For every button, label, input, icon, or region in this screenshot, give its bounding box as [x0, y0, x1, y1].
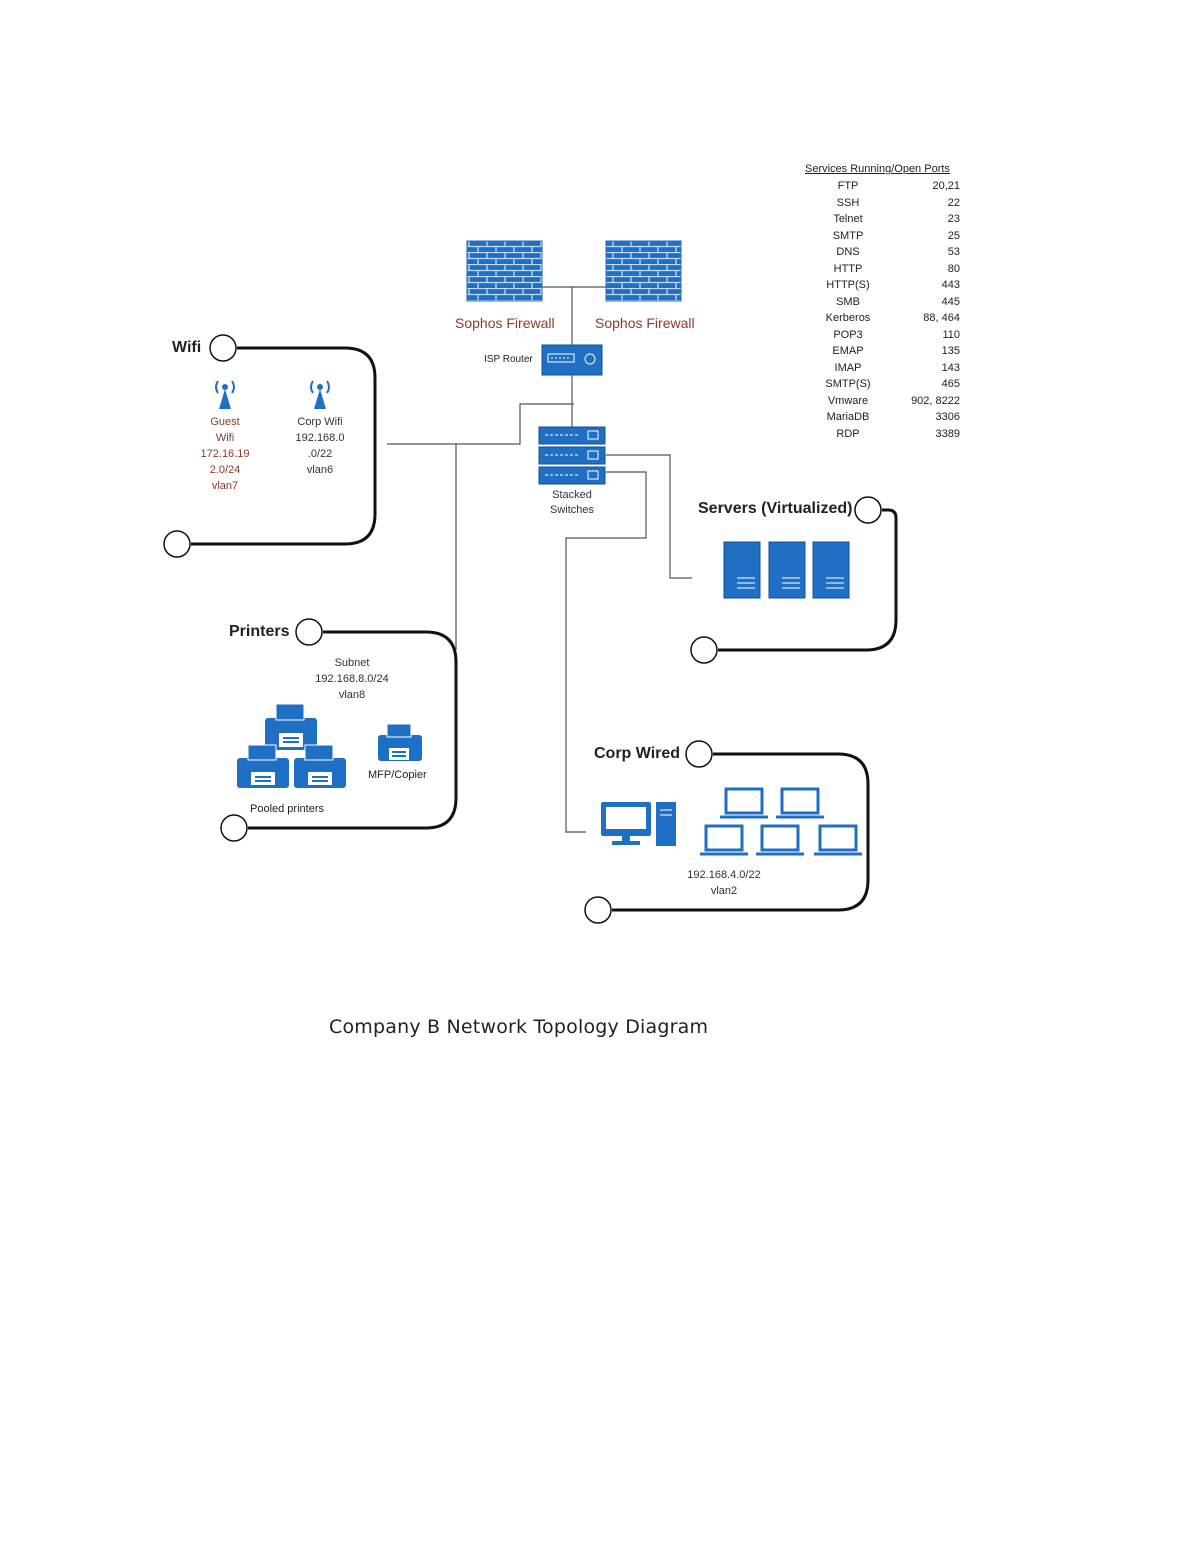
- info-line: 192.168.4.0/22: [687, 869, 761, 881]
- info-line: vlan7: [211, 480, 239, 492]
- service-name: HTTP(S): [826, 279, 870, 291]
- service-name: SMTP: [832, 229, 864, 242]
- router-icon: [541, 344, 603, 376]
- corp-wifi-info: Corp Wifi 192.168.0 .0/22 vlan6: [285, 414, 355, 478]
- service-name: POP3: [833, 328, 863, 341]
- service-name: IMAP: [834, 361, 862, 374]
- service-port: 445: [941, 295, 960, 308]
- stacked-switches-label: Stacked Switches: [542, 488, 602, 518]
- firewall-label: Sophos Firewall: [595, 315, 695, 331]
- service-name: MariaDB: [826, 411, 870, 423]
- service-port: 53: [947, 246, 960, 258]
- corp-wired-subnet-info: 192.168.4.0/22 vlan2: [674, 867, 774, 899]
- firewall-icon: [466, 240, 543, 302]
- laptops-icon: [700, 787, 862, 856]
- diagram-caption: Company B Network Topology Diagram: [329, 1016, 709, 1038]
- info-line: Guest: [210, 416, 240, 428]
- service-port: 135: [941, 345, 960, 357]
- info-line: 192.168.0: [295, 432, 345, 444]
- service-port: 465: [941, 378, 960, 390]
- printers-subnet-info: Subnet 192.168.8.0/24 vlan8: [302, 655, 402, 703]
- switches-label-line: Stacked: [552, 489, 592, 501]
- info-line: Wifi: [215, 432, 235, 444]
- service-name: FTP: [837, 180, 859, 192]
- info-line: 172.16.19: [200, 448, 250, 460]
- service-port: 23: [947, 213, 960, 225]
- desktop-computer-icon: [601, 802, 676, 846]
- corp-wired-group-bracket: [584, 740, 870, 924]
- wireless-access-point-icon: [215, 380, 235, 409]
- stacked-switches-icon: [538, 426, 606, 485]
- services-table-title: Services Running/Open Ports: [805, 163, 950, 175]
- mfp-copier-icon: [378, 723, 422, 761]
- switches-label-line: Switches: [549, 504, 595, 516]
- wifi-group-bracket: [163, 334, 377, 558]
- servers-group-title: Servers (Virtualized): [698, 500, 853, 517]
- servers-group-bracket: [690, 496, 898, 664]
- service-port: 110: [942, 328, 960, 341]
- info-line: Subnet: [334, 657, 370, 669]
- corp-wired-group-title: Corp Wired: [594, 745, 681, 762]
- info-line: vlan8: [338, 689, 366, 701]
- service-port: 143: [941, 361, 960, 374]
- info-line: 192.168.8.0/24: [315, 673, 389, 685]
- info-line: Corp Wifi: [297, 416, 343, 428]
- info-line: 2.0/24: [209, 464, 241, 476]
- printers-group-bracket: [220, 618, 458, 842]
- wireless-access-point-icon: [310, 380, 330, 409]
- service-name: SSH: [836, 196, 860, 209]
- service-name: RDP: [836, 427, 860, 440]
- service-port: 3389: [935, 427, 960, 440]
- isp-router-label: ISP Router: [484, 354, 533, 365]
- mfp-copier-label: MFP/Copier: [368, 769, 427, 781]
- service-name: Kerberos: [825, 312, 871, 324]
- server-icon: [768, 541, 806, 599]
- service-port: 88, 464: [923, 312, 960, 324]
- wifi-group-title: Wifi: [172, 339, 202, 356]
- service-name: EMAP: [832, 345, 864, 357]
- server-icon: [723, 541, 761, 599]
- service-name: HTTP: [833, 262, 863, 275]
- service-port: 25: [947, 229, 960, 242]
- info-line: vlan2: [710, 885, 738, 897]
- guest-wifi-info: Guest Wifi 172.16.19 2.0/24 vlan7: [190, 414, 260, 494]
- connection-lines: [387, 286, 692, 833]
- pooled-printers-icon: [237, 703, 346, 788]
- info-line: vlan6: [306, 464, 334, 476]
- service-port: 80: [947, 262, 960, 275]
- service-port: 443: [941, 279, 960, 291]
- printers-group-title: Printers: [229, 623, 290, 640]
- service-port: 20,21: [932, 180, 960, 192]
- service-port: 902, 8222: [911, 394, 960, 407]
- service-port: 22: [947, 196, 960, 209]
- service-name: DNS: [836, 246, 860, 258]
- server-icon: [812, 541, 850, 599]
- info-line: .0/22: [307, 448, 333, 460]
- service-name: SMB: [836, 295, 860, 308]
- service-name: Vmware: [827, 394, 869, 407]
- pooled-printers-label: Pooled printers: [250, 803, 324, 815]
- firewall-icon: [605, 240, 682, 302]
- service-port: 3306: [935, 411, 960, 423]
- service-name: Telnet: [833, 213, 863, 225]
- firewall-label: Sophos Firewall: [455, 315, 555, 331]
- service-name: SMTP(S): [825, 378, 871, 390]
